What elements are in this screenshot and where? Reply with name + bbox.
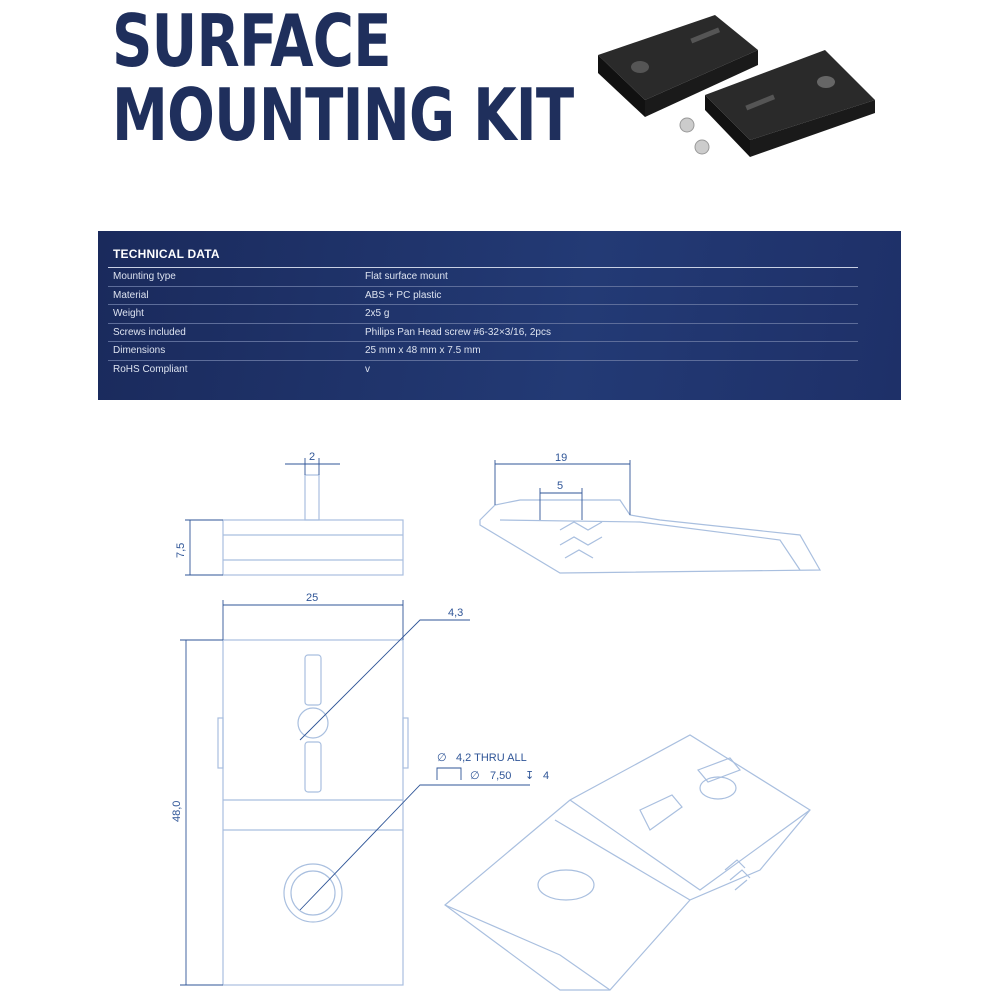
- technical-data-heading: TECHNICAL DATA: [113, 247, 220, 261]
- diameter-icon: ∅: [470, 770, 480, 782]
- row-value: Flat surface mount: [365, 271, 448, 283]
- technical-drawing: 2 7,5 19 5 25 4,3 48,0 ∅ 4,2 THRU ALL ∅ …: [171, 451, 822, 991]
- dim-slot-side: 5: [557, 480, 563, 492]
- row-label: Screws included: [113, 326, 186, 338]
- side-view: [222, 474, 404, 576]
- dimension-lines: [180, 458, 631, 986]
- row-label: RoHS Compliant: [113, 363, 188, 375]
- page-title: SURFACE MOUNTING KIT: [112, 0, 574, 157]
- technical-data-table: Mounting type Flat surface mount Material…: [108, 267, 858, 378]
- top-view: [217, 639, 409, 986]
- table-row: RoHS Compliant v: [108, 361, 858, 379]
- table-row: Dimensions 25 mm x 48 mm x 7.5 mm: [108, 342, 858, 361]
- row-label: Weight: [113, 308, 144, 320]
- table-row: Material ABS + PC plastic: [108, 287, 858, 305]
- row-label: Material: [113, 289, 149, 301]
- row-value: ABS + PC plastic: [365, 289, 442, 301]
- dim-width: 25: [306, 592, 318, 604]
- dim-slot-width: 2: [309, 451, 315, 463]
- table-row: Screws included Philips Pan Head screw #6…: [108, 324, 858, 342]
- product-photo: [598, 15, 875, 157]
- dim-slot-hole: 4,3: [448, 607, 463, 619]
- table-row: Mounting type Flat surface mount: [108, 268, 858, 287]
- diameter-icon: ∅: [437, 752, 447, 764]
- dim-length: 48,0: [171, 801, 183, 822]
- profile-view: [479, 499, 822, 574]
- mount-block-right: [705, 50, 875, 157]
- mount-block-left: [598, 15, 758, 117]
- dim-length-top: 19: [555, 452, 567, 464]
- dim-height: 7,5: [175, 543, 187, 558]
- title-line-2: MOUNTING KIT: [112, 73, 574, 157]
- depth-icon: ↧: [525, 770, 534, 782]
- row-label: Mounting type: [113, 271, 176, 283]
- row-label: Dimensions: [113, 345, 166, 357]
- row-value: 2x5 g: [365, 308, 390, 320]
- row-value: 25 mm x 48 mm x 7.5 mm: [365, 345, 481, 357]
- technical-data-panel: TECHNICAL DATA Mounting type Flat surface…: [98, 231, 901, 400]
- row-value: Philips Pan Head screw #6-32×3/16, 2pcs: [365, 326, 551, 338]
- hole-note-1: 4,2 THRU ALL: [456, 752, 527, 764]
- hole-note-2: 7,50: [490, 770, 511, 782]
- row-value: v: [365, 363, 370, 375]
- table-row: Weight 2x5 g: [108, 305, 858, 324]
- isometric-view: [444, 734, 811, 991]
- title-line-1: SURFACE: [112, 0, 392, 83]
- screw-icon: [679, 117, 710, 155]
- hole-note-depth: 4: [543, 770, 549, 782]
